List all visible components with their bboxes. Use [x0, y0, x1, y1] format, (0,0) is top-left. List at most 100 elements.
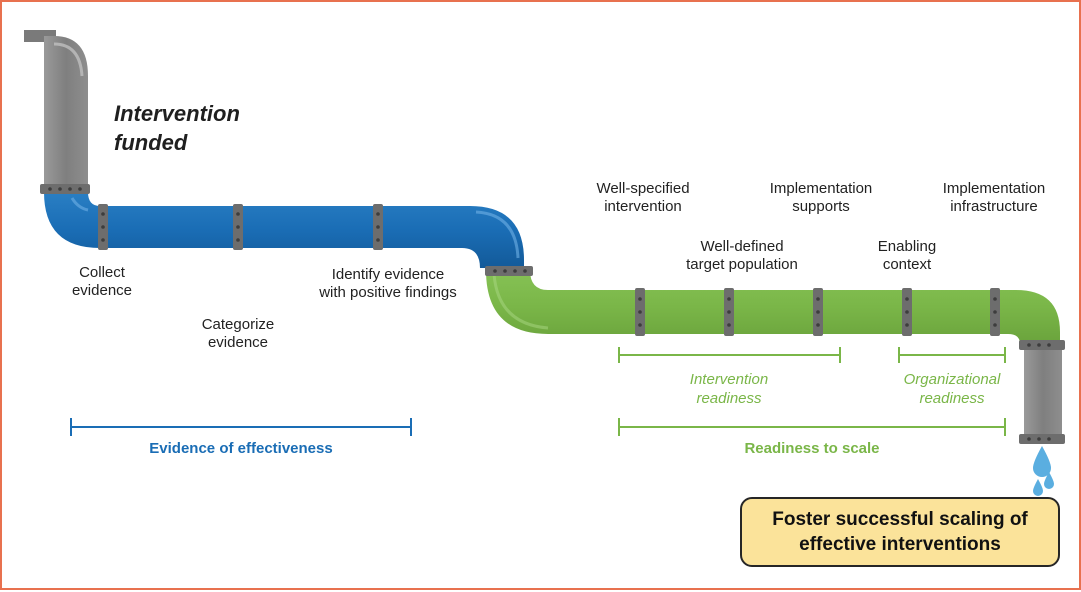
bolt — [727, 323, 731, 327]
bolt — [993, 297, 997, 301]
bolt — [236, 225, 240, 229]
bolt — [58, 187, 62, 191]
bolt — [48, 187, 52, 191]
bolt — [905, 323, 909, 327]
bolt — [101, 238, 105, 242]
pipe-couplings — [40, 184, 533, 276]
step-label-line: infrastructure — [950, 198, 1038, 215]
step-label-line: intervention — [604, 198, 682, 215]
bolt — [1027, 343, 1031, 347]
intervention-funded-title: Intervention funded — [114, 99, 240, 157]
sub-label-line: Intervention — [689, 371, 769, 388]
step-label-line: Enabling — [877, 238, 937, 255]
inlet-highlight — [53, 42, 84, 77]
bolt — [236, 212, 240, 216]
step-label-line: target population — [686, 256, 798, 273]
outlet-bottom-flange — [1019, 434, 1065, 444]
green-pipe — [486, 270, 1060, 344]
step-identify-evidence: Identify evidence with positive findings — [302, 266, 474, 302]
readiness-to-scale-label: Readiness to scale — [744, 440, 880, 457]
step-implementation-infrastructure: Implementation infrastructure — [920, 180, 1068, 216]
step-label-line: Well-defined — [700, 238, 784, 255]
bolt — [68, 187, 72, 191]
title-line: Intervention — [114, 101, 240, 126]
readiness-bracket — [618, 418, 1006, 436]
step-label-line: evidence — [71, 282, 133, 299]
step-well-specified-intervention: Well-specified intervention — [573, 180, 713, 216]
intervention-readiness-label: Intervention readiness — [649, 370, 809, 408]
step-label-line: Well-specified — [596, 180, 690, 197]
step-label-line: Identify evidence — [331, 266, 445, 283]
step-label-line: Implementation — [769, 180, 873, 197]
bolt — [1047, 343, 1051, 347]
sub-label-line: Organizational — [903, 371, 1001, 388]
intervention-readiness-bracket — [618, 347, 841, 363]
bolt — [523, 269, 527, 273]
step-enabling-context: Enabling context — [857, 238, 957, 274]
step-label-line: with positive findings — [319, 284, 457, 301]
bolt — [101, 212, 105, 216]
bolt — [993, 323, 997, 327]
step-label-line: evidence — [207, 334, 269, 351]
outcome-box: Foster successful scaling of effective i… — [740, 497, 1060, 567]
step-label-line: Categorize — [201, 316, 275, 333]
bolt — [101, 225, 105, 229]
bolt — [376, 225, 380, 229]
bolt — [816, 323, 820, 327]
water-drops-icon — [1033, 446, 1054, 496]
bolt — [638, 297, 642, 301]
outlet-gray-pipe — [1024, 348, 1062, 436]
bolt — [638, 323, 642, 327]
sub-label-line: readiness — [919, 390, 985, 407]
bolt — [1027, 437, 1031, 441]
step-collect-evidence: Collect evidence — [42, 264, 162, 300]
bolt — [376, 212, 380, 216]
evidence-bracket — [70, 418, 412, 436]
bolt — [493, 269, 497, 273]
bolt — [905, 310, 909, 314]
water-drop — [1033, 479, 1043, 496]
blue-highlight — [475, 210, 520, 259]
coupling-inlet — [40, 184, 90, 194]
bolt — [503, 269, 507, 273]
bolt — [816, 310, 820, 314]
title-line: funded — [114, 130, 188, 155]
water-drop — [1044, 472, 1054, 489]
bolt — [513, 269, 517, 273]
bolt — [78, 187, 82, 191]
sub-label-line: readiness — [696, 390, 762, 407]
blue-pipe — [44, 192, 524, 268]
evidence-of-effectiveness-label: Evidence of effectiveness — [149, 440, 333, 457]
coupling-transition — [485, 266, 533, 276]
outcome-line: Foster successful scaling of — [772, 509, 1028, 530]
bolt — [1037, 437, 1041, 441]
bolt — [1037, 343, 1041, 347]
bolt — [1047, 437, 1051, 441]
inlet-gray-pipe — [44, 36, 88, 188]
step-label-line: Collect — [79, 264, 125, 281]
bolt — [727, 310, 731, 314]
green-elbow-highlight — [492, 273, 549, 330]
water-drop — [1033, 446, 1051, 477]
step-well-defined-target-population: Well-defined target population — [662, 238, 822, 274]
blue-elbow-highlight — [70, 197, 89, 212]
bolt — [638, 310, 642, 314]
organizational-readiness-label: Organizational readiness — [880, 370, 1024, 408]
bolt — [905, 297, 909, 301]
bolt — [236, 238, 240, 242]
step-label-line: context — [882, 256, 932, 273]
step-implementation-supports: Implementation supports — [747, 180, 895, 216]
step-label-line: Implementation — [942, 180, 1046, 197]
outlet-top-flange — [1019, 340, 1065, 350]
step-label-line: supports — [792, 198, 850, 215]
bolt — [727, 297, 731, 301]
bolt — [376, 238, 380, 242]
step-categorize-evidence: Categorize evidence — [173, 316, 303, 352]
bolt — [993, 310, 997, 314]
organizational-readiness-bracket — [898, 347, 1006, 363]
outcome-line: effective interventions — [799, 534, 1001, 555]
bolt — [816, 297, 820, 301]
